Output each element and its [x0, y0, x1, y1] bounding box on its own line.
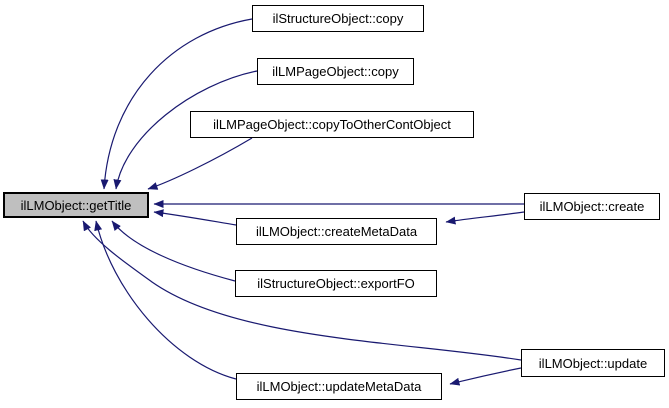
- node-struct-copy[interactable]: ilStructureObject::copy: [252, 5, 424, 32]
- node-update[interactable]: ilLMObject::update: [521, 349, 665, 377]
- node-lmpage-copy[interactable]: ilLMPageObject::copy: [257, 58, 414, 85]
- edge-update-to-update-metadata: [449, 367, 522, 386]
- edge-export-fo-to-getTitle: [111, 220, 236, 282]
- node-update-metadata[interactable]: ilLMObject::updateMetaData: [236, 373, 442, 400]
- edge-create-to-create-metadata: [445, 211, 525, 225]
- edge-lmpage-copy-to-getTitle: [113, 70, 258, 190]
- edge-update-metadata-to-getTitle: [94, 220, 237, 380]
- node-create[interactable]: ilLMObject::create: [524, 193, 660, 220]
- node-copy-to-other[interactable]: ilLMPageObject::copyToOtherContObject: [190, 111, 474, 138]
- node-getTitle: ilLMObject::getTitle: [3, 192, 149, 218]
- edge-create-metadata-to-getTitle: [153, 209, 237, 226]
- edge-update-to-getTitle: [82, 220, 522, 361]
- node-export-fo[interactable]: ilStructureObject::exportFO: [235, 270, 437, 297]
- node-create-metadata[interactable]: ilLMObject::createMetaData: [236, 218, 437, 245]
- edge-copy-to-other-to-getTitle: [147, 137, 253, 190]
- edge-struct-copy-to-getTitle: [100, 18, 253, 190]
